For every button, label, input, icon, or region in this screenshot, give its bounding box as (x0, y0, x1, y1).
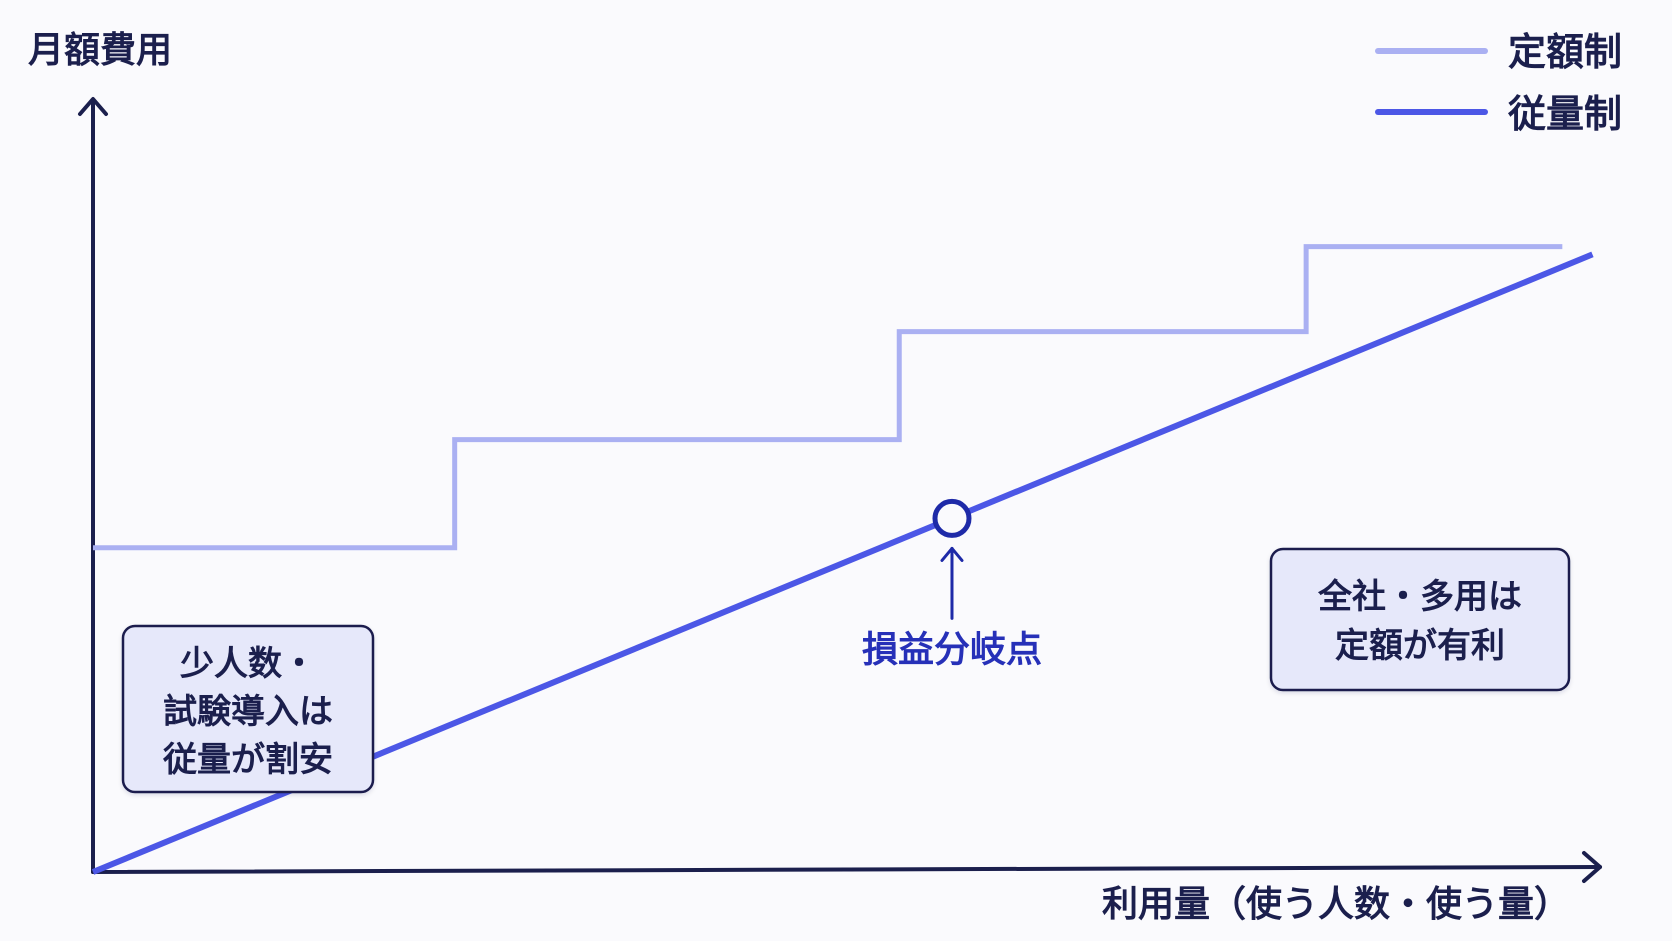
legend-label: 従量制 (1507, 92, 1622, 136)
break-even-marker (932, 498, 972, 538)
annotation-small-usage: 少人数・ 試験導入は 従量が割安 (121, 624, 375, 794)
x-axis (91, 865, 1602, 874)
break-even-label: 損益分岐点 (862, 629, 1042, 670)
y-axis-arrowhead (78, 97, 108, 116)
annotation-box (121, 624, 375, 794)
annotation-heavy-usage: 全社・多用は 定額が有利 (1269, 547, 1571, 692)
x-axis-arrowhead (1582, 851, 1602, 883)
series-line-fixed-rate (93, 244, 1563, 551)
y-axis-label: 月額費用 (28, 30, 172, 71)
x-axis-label: 利用量（使う人数・使う量） (1102, 884, 1570, 925)
annotation-line: 少人数・ (180, 644, 316, 684)
annotation-line: 試験導入は (163, 692, 333, 732)
legend-label: 定額制 (1508, 30, 1622, 74)
axes (78, 97, 1602, 883)
annotation-line: 全社・多用は (1317, 577, 1522, 617)
annotation-box (1269, 547, 1571, 692)
annotation-line: 従量が割安 (162, 740, 333, 780)
legend: 定額制 従量制 (1375, 30, 1622, 136)
annotation-line: 定額が有利 (1335, 626, 1505, 666)
break-even-arrow-head (940, 546, 964, 562)
break-even: 損益分岐点 (862, 498, 1042, 670)
